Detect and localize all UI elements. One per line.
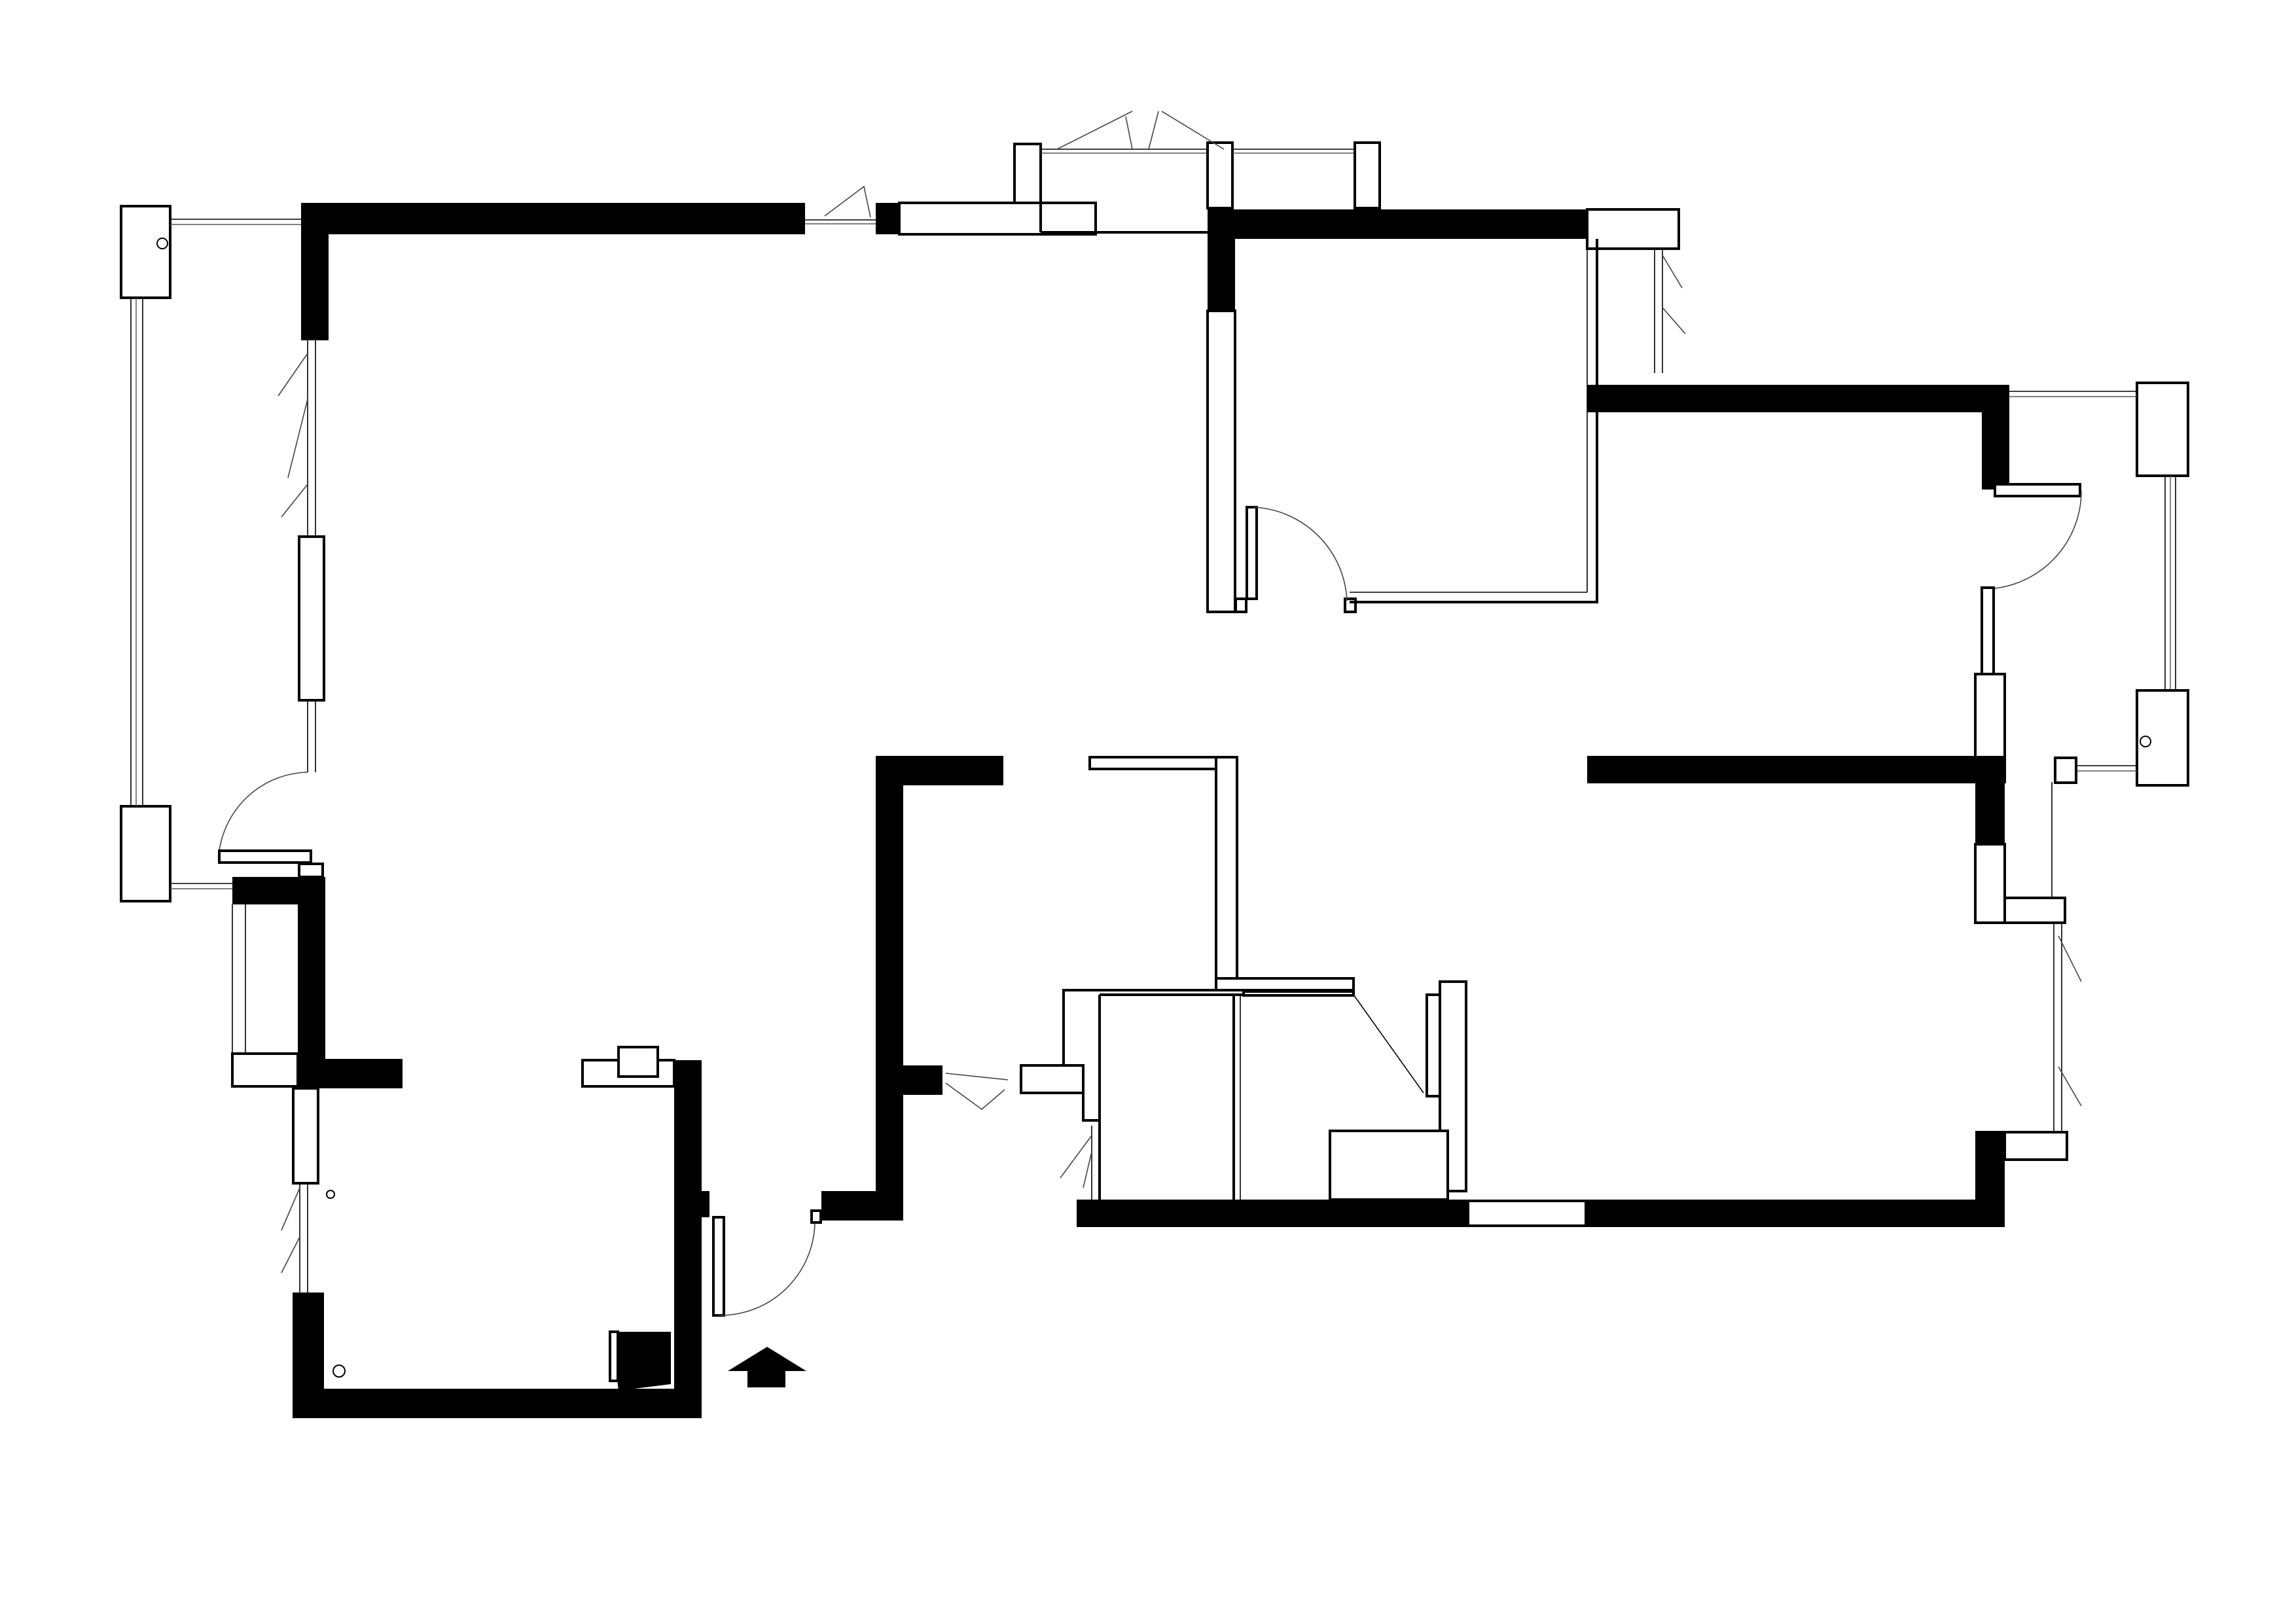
bay-window-top <box>1041 111 1381 234</box>
entrance-door[interactable] <box>712 1209 822 1317</box>
east-bedroom-walls <box>1587 382 2189 787</box>
wall-west-living <box>218 340 325 864</box>
east-room-walls <box>1587 756 2082 1132</box>
central-core-walls <box>821 756 1355 1221</box>
window-top-left <box>805 185 876 224</box>
bay-window-west <box>120 205 301 902</box>
core-wall-detail <box>1242 990 1355 997</box>
north-bedroom-walls <box>1206 208 1686 613</box>
south-wall-east <box>1077 1131 2068 1227</box>
bathroom-walls <box>1098 980 1467 1201</box>
entrance-arrow-icon <box>728 1347 806 1387</box>
kitchen-walls <box>231 863 709 1418</box>
outer-wall-top-left <box>301 143 1097 340</box>
